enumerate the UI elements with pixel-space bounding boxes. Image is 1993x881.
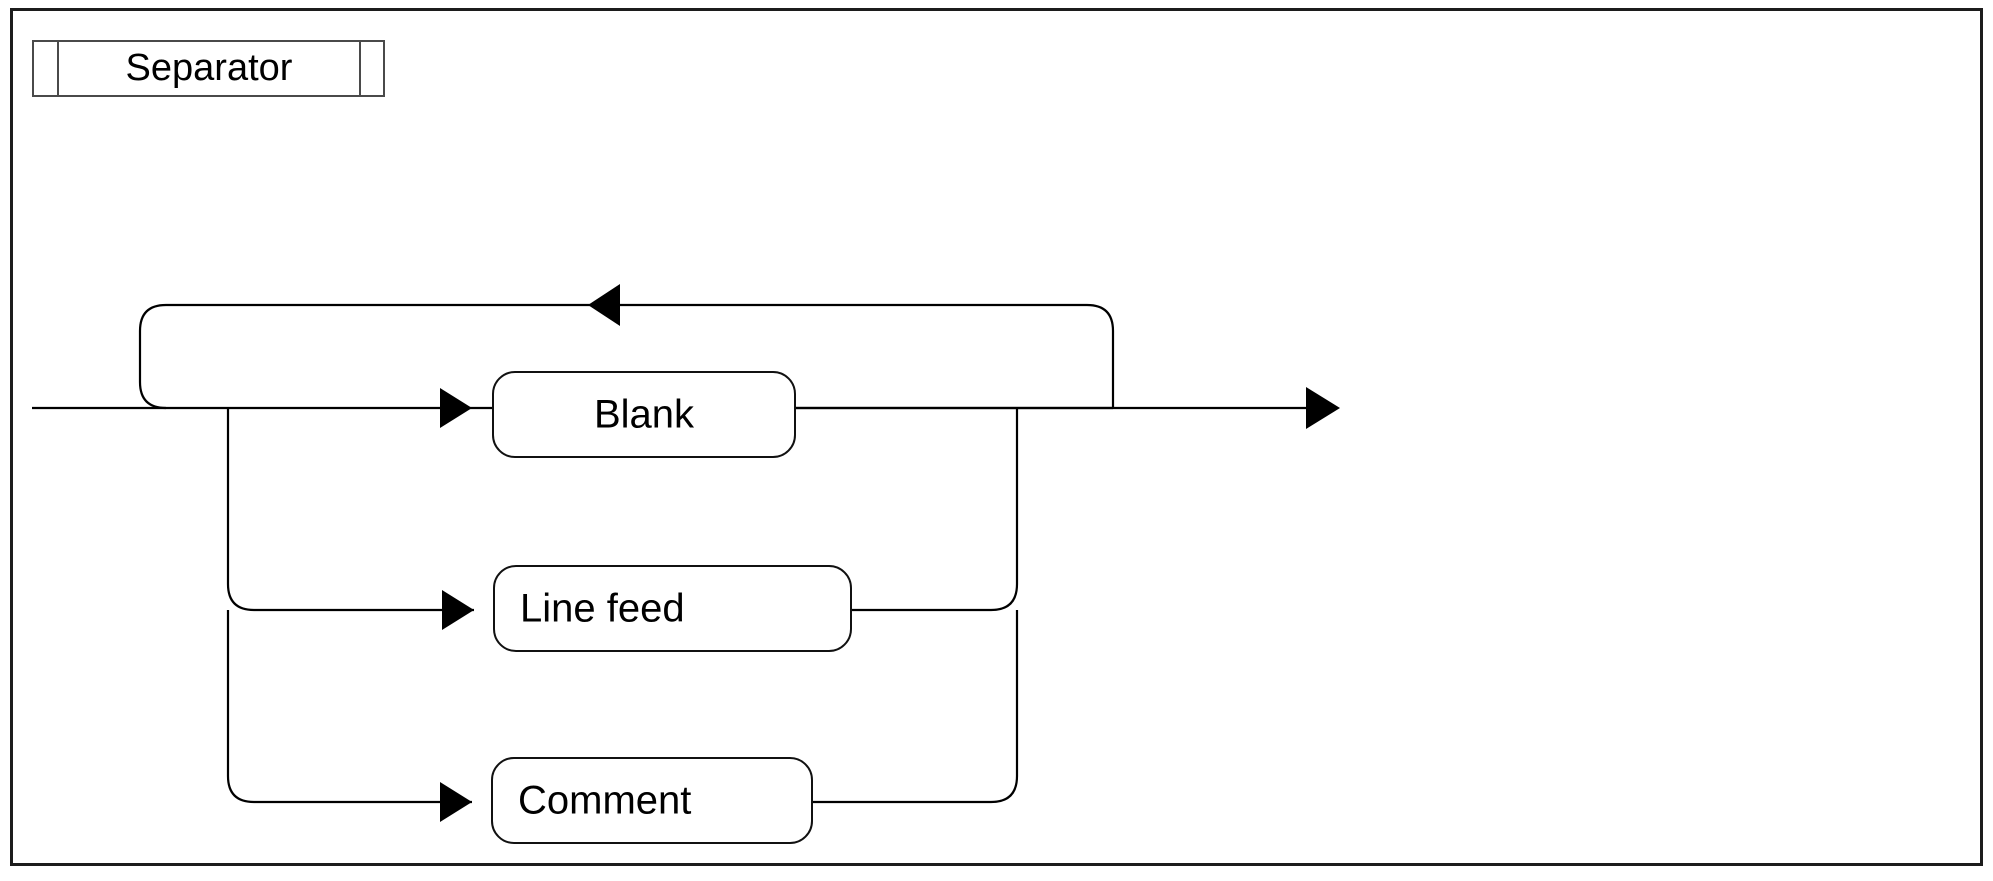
rail-branch-descend-lower <box>226 610 255 804</box>
title-label: Separator <box>126 47 293 89</box>
node-comment-box[interactable] <box>491 757 813 844</box>
node-blank[interactable]: Blank <box>492 371 796 458</box>
rail-network <box>32 303 1308 804</box>
arrow-into-comment-icon <box>440 782 472 822</box>
rail-merge-ascend-upper <box>990 408 1019 612</box>
node-comment-label: Comment <box>518 779 691 823</box>
node-line-feed-label: Line feed <box>520 587 685 631</box>
rail-merge-ascend-lower <box>990 610 1019 804</box>
node-line-feed-box[interactable] <box>493 565 852 652</box>
arrowheads <box>440 284 1340 822</box>
node-blank-label: Blank <box>594 393 695 437</box>
node-line-feed[interactable]: Line feed <box>493 565 852 652</box>
rail-loop-back <box>138 303 1115 410</box>
node-blank-box[interactable] <box>492 371 796 458</box>
arrow-loop-back-icon <box>588 284 620 326</box>
node-comment[interactable]: Comment <box>491 757 813 844</box>
rail-branch-descend <box>226 408 255 612</box>
outer-frame <box>10 8 1983 866</box>
title-box: Separator <box>32 40 385 97</box>
arrow-exit-icon <box>1306 387 1340 429</box>
arrow-into-blank-icon <box>440 388 472 428</box>
title-box-outline <box>32 40 385 97</box>
arrow-into-line-feed-icon <box>442 590 474 630</box>
